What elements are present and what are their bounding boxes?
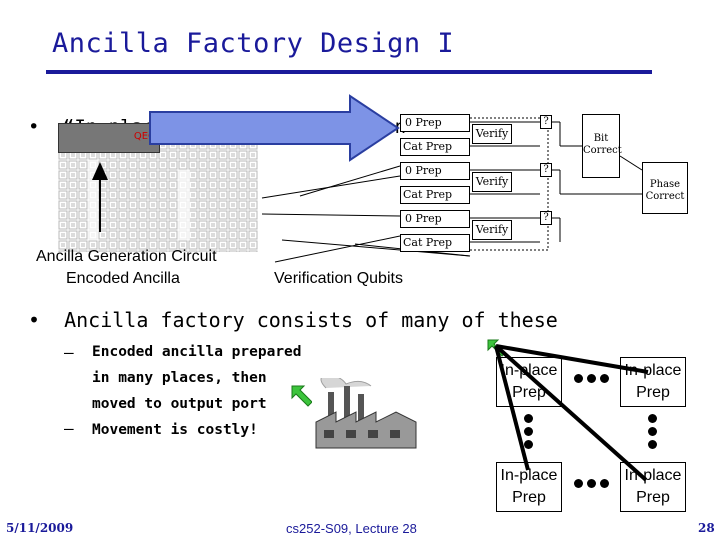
verify-box-3: Verify [472,220,512,240]
measure-box-1: ? [540,115,552,129]
ancilla-generation-label: Ancilla Generation Circuit [36,248,217,265]
verify-box-2: Verify [472,172,512,192]
factory-icon [315,378,417,449]
sub-line-3: moved to output port [92,396,267,412]
verify-box-1: Verify [472,124,512,144]
title-underline [46,70,652,74]
cat-prep-box-2: Cat Prep [400,186,470,204]
layout-grid-image [58,140,258,252]
green-arrow-icon [291,385,312,407]
prep-line1: In-place [500,467,558,484]
cat-prep-box-3: Cat Prep [400,234,470,252]
ellipsis-vertical-left [524,414,534,454]
phase-correct-box: Phase Correct [642,162,688,214]
bullet-factory: • Ancilla factory consists of many of th… [28,308,558,332]
bit-correct-line2: Correct [583,145,622,156]
qec-label: QEC [133,131,155,142]
zero-prep-box-3: 0 Prep [400,210,470,228]
prep-line2: Prep [512,489,546,506]
bullet-text: Ancilla factory consists of many of thes… [64,308,558,332]
prep-line1: In-place [500,362,558,379]
measure-box-2: ? [540,163,552,177]
sub-bullet-encoded: Encoded ancilla prepared in many places,… [92,339,302,417]
zero-prep-box-2: 0 Prep [400,162,470,180]
sub-bullet-dash-1: – [64,343,74,362]
phase-correct-line2: Correct [645,191,685,202]
verification-qubits-label: Verification Qubits [274,270,403,287]
bit-correct-box: Bit Correct [582,114,622,178]
cat-prep-box-1: Cat Prep [400,138,470,156]
footer-page-number: 28 [698,521,715,535]
prep-line2: Prep [636,384,670,401]
sub-bullet-movement: Movement is costly! [92,422,258,438]
in-place-prep-box-4: In-place Prep [620,462,686,512]
ellipsis-vertical-right [648,414,658,454]
ellipsis-horizontal-top [574,374,610,384]
sub-line-2: in many places, then [92,370,267,386]
footer-course: cs252-S09, Lecture 28 [286,521,417,536]
sub-line-1: Encoded ancilla prepared [92,344,302,360]
bullet-marker: • [28,116,40,138]
prep-line1: In-place [624,362,682,379]
zero-prep-box-1: 0 Prep [400,114,470,132]
circuit-diagram [92,94,643,263]
slide-title: Ancilla Factory Design I [52,28,455,59]
sub-bullet-dash-2: – [64,419,74,438]
bit-correct-line1: Bit [593,133,609,144]
prep-line2: Prep [636,489,670,506]
in-place-prep-box-3: In-place Prep [496,462,562,512]
bullet-marker: • [28,308,41,332]
measure-box-3: ? [540,211,552,225]
up-arrow-icon [92,162,108,180]
ellipsis-horizontal-bottom [574,479,610,489]
footer-date: 5/11/2009 [6,521,74,535]
phase-correct-line1: Phase [649,179,681,190]
encoded-ancilla-label: Encoded Ancilla [66,270,180,287]
prep-line2: Prep [512,384,546,401]
big-arrow-icon [149,94,400,162]
in-place-prep-box-2: In-place Prep [620,357,686,407]
